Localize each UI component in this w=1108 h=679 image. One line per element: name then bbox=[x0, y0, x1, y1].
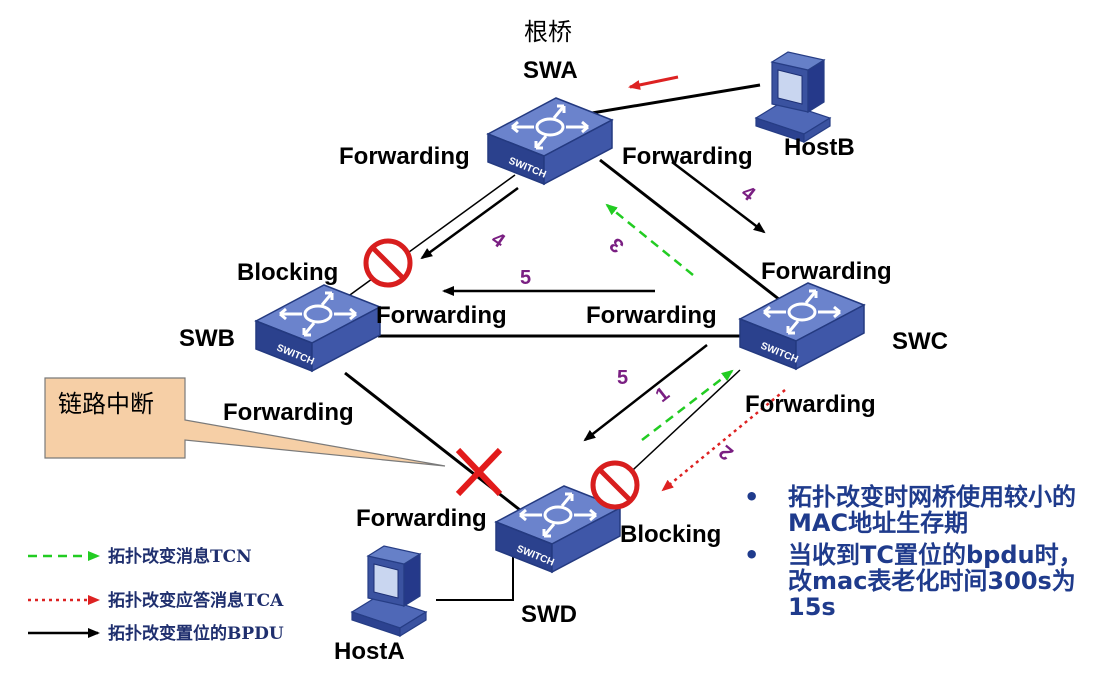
arrow-tca-swc-to-swd bbox=[661, 389, 786, 492]
note-text: 拓扑改变时网桥使用较小的MAC地址生存期 bbox=[788, 483, 1076, 537]
legend: 拓扑改变消息TCN 拓扑改变应答消息TCA 拓扑改变置位的BPDU bbox=[28, 546, 284, 644]
arrow-tcn-swc-to-swa bbox=[605, 203, 694, 276]
link-swa-swc bbox=[599, 158, 781, 302]
port-state-swc-bottom: Forwarding bbox=[745, 391, 876, 418]
legend-item-bpdu: 拓扑改变置位的BPDU bbox=[28, 623, 284, 644]
switch-label-swd: SWD bbox=[521, 601, 577, 628]
legend-label-tca: 拓扑改变应答消息TCA bbox=[108, 590, 284, 611]
bullet-icon: • bbox=[744, 541, 760, 569]
port-state-swc-left: Forwarding bbox=[586, 302, 717, 329]
host-label-a: HostA bbox=[334, 638, 405, 665]
arrow-hostb-to-swa bbox=[628, 75, 679, 90]
switch-swc: SWITCH bbox=[738, 281, 866, 371]
blocked-port-icon-swb bbox=[363, 238, 413, 288]
step-number: 5 bbox=[617, 367, 628, 389]
legend-label-tcn: 拓扑改变消息TCN bbox=[108, 546, 252, 567]
switch-swa: SWITCH bbox=[486, 96, 614, 186]
callout-text: 链路中断 bbox=[58, 390, 154, 418]
switch-label-swb: SWB bbox=[179, 325, 235, 352]
switch-label-swc: SWC bbox=[892, 328, 948, 355]
port-state-swb-right: Forwarding bbox=[376, 302, 507, 329]
link-swa-hostb bbox=[591, 83, 761, 115]
step-number: 4 bbox=[487, 228, 509, 253]
port-state-swb-top: Blocking bbox=[237, 259, 338, 286]
step-number: 3 bbox=[606, 233, 629, 257]
legend-label-bpdu: 拓扑改变置位的BPDU bbox=[108, 623, 284, 644]
arrow-bpdu-swa-to-swc bbox=[671, 161, 766, 234]
host-b-icon bbox=[755, 51, 831, 143]
step-number: 5 bbox=[520, 267, 531, 289]
port-state-swa-left: Forwarding bbox=[339, 143, 470, 170]
arrow-bpdu-swa-to-swb bbox=[420, 186, 519, 260]
step-number: 1 bbox=[652, 383, 674, 407]
note-item: • 拓扑改变时网桥使用较小的MAC地址生存期 bbox=[740, 484, 1100, 536]
legend-item-tcn: 拓扑改变消息TCN bbox=[28, 546, 252, 567]
link-failure-callout: 链路中断 bbox=[44, 377, 446, 467]
arrow-tcn-swd-to-swc bbox=[641, 369, 734, 441]
host-label-b: HostB bbox=[784, 134, 855, 161]
arrow-bpdu-swc-to-swd bbox=[583, 344, 708, 442]
notes-list: • 拓扑改变时网桥使用较小的MAC地址生存期 • 当收到TC置位的bpdu时，改… bbox=[740, 484, 1100, 626]
note-item: • 当收到TC置位的bpdu时，改mac表老化时间300s为15s bbox=[740, 542, 1100, 620]
port-state-swa-right: Forwarding bbox=[622, 143, 753, 170]
port-state-swd-top: Forwarding bbox=[356, 505, 487, 532]
switch-label-swa: SWA bbox=[523, 57, 578, 84]
legend-item-tca: 拓扑改变应答消息TCA bbox=[28, 590, 284, 611]
port-state-swd-right: Blocking bbox=[620, 521, 721, 548]
link-swd-hosta bbox=[436, 545, 514, 601]
link-break-icon bbox=[455, 447, 503, 497]
root-bridge-label: 根桥 bbox=[524, 18, 572, 46]
blocked-port-icon-swd bbox=[590, 460, 640, 510]
host-a-icon bbox=[351, 545, 427, 637]
switch-swb: SWITCH bbox=[254, 283, 382, 373]
link-swa-swb bbox=[342, 174, 516, 301]
port-state-swc-top: Forwarding bbox=[761, 258, 892, 285]
bullet-icon: • bbox=[744, 483, 760, 511]
step-number: 4 bbox=[737, 182, 760, 207]
note-text: 当收到TC置位的bpdu时，改mac表老化时间300s为15s bbox=[788, 541, 1083, 621]
port-state-swb-bottom: Forwarding bbox=[223, 399, 354, 426]
